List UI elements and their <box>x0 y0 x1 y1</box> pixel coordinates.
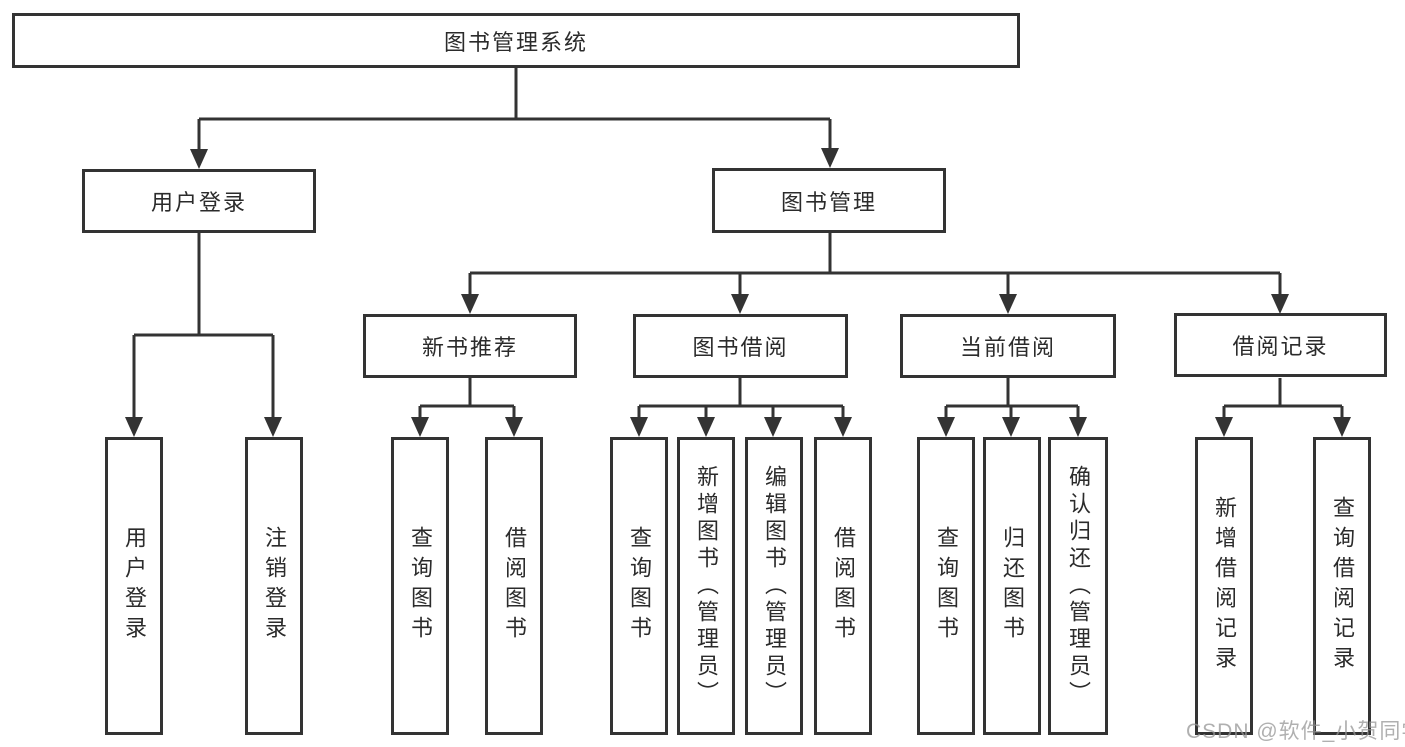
node-new-book-recommend: 新书推荐 <box>363 314 577 378</box>
leaf-logout: 注销登录 <box>245 437 303 735</box>
leaf-query-books-recommend: 查询图书 <box>391 437 449 735</box>
leaf-borrow-books: 借阅图书 <box>814 437 872 735</box>
node-borrow-records: 借阅记录 <box>1174 313 1387 377</box>
leaf-add-books-admin: 新增图书（管理员） <box>677 437 735 735</box>
csdn-watermark: CSDN @软件_小贺同学 <box>1186 720 1405 743</box>
leaf-confirm-return-admin: 确认归还（管理员） <box>1048 437 1108 735</box>
leaf-borrow-books-recommend: 借阅图书 <box>485 437 543 735</box>
leaf-user-login: 用户登录 <box>105 437 163 735</box>
node-root-system: 图书管理系统 <box>12 13 1020 68</box>
node-book-management: 图书管理 <box>712 168 946 233</box>
node-user-login: 用户登录 <box>82 169 316 233</box>
leaf-query-books-current: 查询图书 <box>917 437 975 735</box>
leaf-query-books-borrow: 查询图书 <box>610 437 668 735</box>
leaf-query-borrow-record: 查询借阅记录 <box>1313 437 1371 735</box>
leaf-return-books: 归还图书 <box>983 437 1041 735</box>
node-book-borrow: 图书借阅 <box>633 314 848 378</box>
node-current-borrow: 当前借阅 <box>900 314 1116 378</box>
leaf-add-borrow-record: 新增借阅记录 <box>1195 437 1253 735</box>
leaf-edit-books-admin: 编辑图书（管理员） <box>745 437 803 735</box>
